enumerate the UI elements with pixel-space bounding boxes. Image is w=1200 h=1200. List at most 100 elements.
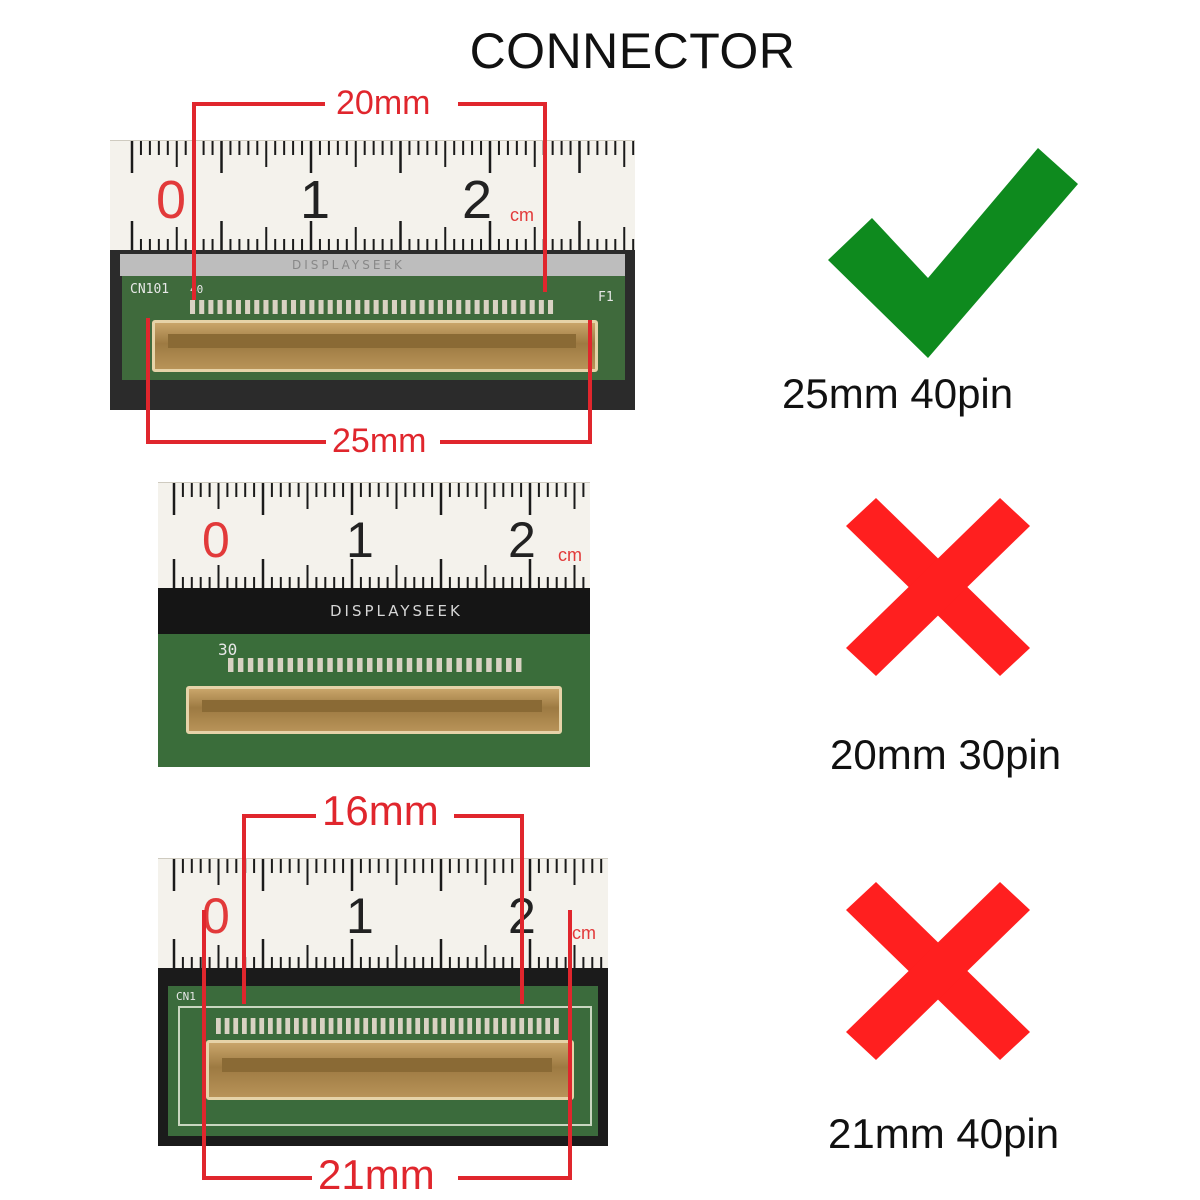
connector-pin (317, 658, 323, 672)
connector-pin (216, 1018, 221, 1034)
ruler-zero: 0 (202, 512, 230, 568)
connector-pin (492, 300, 498, 314)
connector-pin (476, 1018, 481, 1034)
connector-pin (441, 1018, 447, 1034)
connector-pin (396, 658, 403, 672)
connector-pin (268, 1018, 273, 1034)
connector-pin (245, 300, 251, 314)
ruler-two: 2 (508, 888, 536, 944)
connector-pin (327, 658, 333, 672)
connector-pin (254, 300, 260, 314)
connector-pin (484, 1018, 490, 1034)
connector-pin (391, 300, 397, 314)
ruler-two: 2 (462, 170, 493, 230)
pcb-board: DISPLAYSEEK CN101 40 F1 (110, 250, 635, 410)
connector-pin (447, 300, 453, 314)
connector-pin (516, 658, 522, 672)
ruler-one: 1 (300, 170, 331, 230)
connector-pin (217, 300, 223, 314)
pcb-board: CN1 (158, 968, 608, 1146)
ruler-ticks (130, 141, 635, 253)
connector-pin (398, 1018, 403, 1034)
connector-pin (242, 1018, 247, 1034)
connector-pin (502, 300, 508, 314)
connector-pin (257, 658, 264, 672)
connector-pin (208, 300, 214, 314)
connector-pin (483, 300, 489, 314)
ruler: 0 1 2 cm (158, 482, 590, 591)
connector-pin (300, 300, 306, 314)
connector-pin (465, 300, 471, 314)
connector-pin (327, 300, 333, 314)
dimension-21mm: 21mm (312, 1154, 441, 1196)
connector-pin (290, 300, 297, 314)
connector-pin (506, 658, 512, 672)
ruler-unit: cm (510, 205, 534, 225)
connector-pin (267, 658, 274, 672)
connector-pin (432, 1018, 438, 1034)
connector-pin (510, 1018, 516, 1034)
connector-pin (307, 658, 313, 672)
connector-pin (528, 1018, 533, 1034)
connector-pin (428, 300, 434, 314)
check-icon (828, 148, 1078, 358)
connector-pin (389, 1018, 395, 1034)
connector-pin (294, 1018, 299, 1034)
connector-pin (536, 1018, 542, 1034)
connector-pin (386, 658, 393, 672)
connector-pin (493, 1018, 499, 1034)
connector-pin (446, 658, 452, 672)
dimension-25mm: 25mm (326, 424, 433, 458)
connector-pin (346, 300, 352, 314)
connector-pin (401, 300, 407, 314)
ruler-unit: cm (558, 545, 582, 565)
connector-pin (297, 658, 303, 672)
connector-pin (347, 658, 353, 672)
connector-pin (228, 658, 234, 672)
connector-pin (474, 300, 480, 314)
connector-pin (450, 1018, 455, 1034)
connector-pin (250, 1018, 256, 1034)
connector-pin (520, 300, 526, 314)
connector-pin (467, 1018, 473, 1034)
silk-f1: F1 (598, 290, 614, 305)
connector-pin (476, 658, 482, 672)
brand-logo: DISPLAYSEEK (330, 602, 463, 620)
connector-pin (406, 1018, 412, 1034)
connector-photo-20mm: 0 1 2 cm DISPLAYSEEK 30 (158, 482, 590, 767)
option-caption-21mm-40pin: 21mm 40pin (828, 1110, 1060, 1157)
connector-pin (466, 658, 472, 672)
dimension-16mm: 16mm (316, 790, 445, 832)
connector-pin (545, 1018, 551, 1034)
connector-pin (367, 658, 373, 672)
connector-pin (199, 300, 205, 314)
ruler: 0 1 2 cm (110, 140, 635, 253)
connector-pin (419, 300, 425, 314)
connector-pin (346, 1018, 351, 1034)
connector-pin (355, 300, 361, 314)
pcb-board: DISPLAYSEEK 30 (158, 588, 590, 767)
connector-pin (373, 300, 379, 314)
connector-pin (456, 300, 462, 314)
connector-photo-25mm: 0 1 2 cm DISPLAYSEEK CN101 40 F1 (110, 140, 635, 410)
connector-pin (337, 658, 343, 672)
connector-pin (276, 1018, 282, 1034)
connector-pin (224, 1018, 230, 1034)
ruler-ticks (172, 483, 585, 591)
connector-pin (318, 300, 324, 314)
connector-pin (302, 1018, 308, 1034)
connector-photo-21mm: 0 1 2 cm CN1 (158, 858, 608, 1146)
silk-cn: CN101 (130, 282, 170, 297)
connector-pin (511, 300, 517, 314)
connector-pin (247, 658, 254, 672)
connector-pin (426, 658, 433, 672)
connector-pin (406, 658, 413, 672)
connector-pin (410, 300, 416, 314)
connector-pins (228, 658, 522, 672)
connector-pin (382, 300, 388, 314)
connector-pin (363, 1018, 369, 1034)
connector-pin (437, 300, 443, 314)
connector-pin (277, 658, 284, 672)
connector-pin (336, 300, 342, 314)
connector-pin (357, 658, 363, 672)
